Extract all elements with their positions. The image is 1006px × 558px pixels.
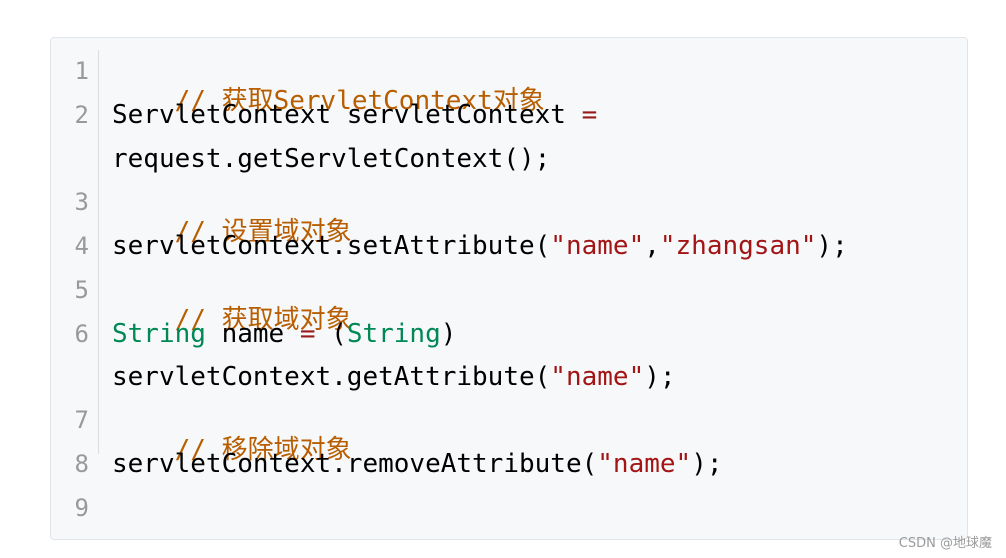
code-line-6-wrap: servletContext.getAttribute("name");	[112, 362, 676, 392]
code-line-6: String name = (String)	[112, 319, 456, 349]
code-line-3: // 设置域对象	[112, 187, 352, 277]
line-number: 5	[74, 276, 89, 304]
line-number: 6	[74, 320, 89, 348]
code-token: ServletContext servletContext	[112, 100, 582, 130]
code-operator: =	[299, 319, 316, 349]
code-token: ,	[644, 231, 660, 261]
line-number: 3	[74, 188, 89, 216]
code-comment: // 获取域对象	[174, 305, 352, 335]
code-comment: // 设置域对象	[174, 217, 352, 247]
code-type: String	[112, 319, 206, 349]
code-token: );	[691, 449, 723, 479]
code-token: )	[440, 319, 457, 349]
code-type: String	[346, 319, 441, 349]
line-number: 1	[74, 57, 89, 85]
code-token: name	[205, 319, 300, 349]
line-number: 8	[74, 450, 89, 478]
code-line-4: servletContext.setAttribute("name","zhan…	[112, 231, 848, 261]
line-number: 9	[74, 494, 89, 522]
code-token: servletContext.setAttribute(	[112, 231, 551, 261]
gutter-divider	[98, 50, 99, 454]
code-line-5: // 获取域对象	[112, 275, 352, 365]
code-block: 1 2 3 4 5 6 7 8 9 // 获取ServletContext对象 …	[50, 37, 968, 540]
line-number: 4	[74, 232, 89, 260]
line-number: 2	[74, 101, 89, 129]
code-line-1: // 获取ServletContext对象	[112, 56, 545, 146]
code-string: "zhangsan"	[659, 231, 817, 261]
code-comment: // 移除域对象	[174, 435, 352, 465]
code-comment: // 获取ServletContext对象	[174, 86, 545, 116]
code-token: request.getServletContext();	[112, 144, 551, 174]
code-token: );	[816, 231, 848, 261]
line-number: 7	[74, 406, 89, 434]
csdn-watermark: CSDN @地球魔	[898, 536, 992, 551]
code-line-7: // 移除域对象	[112, 405, 352, 495]
code-token: servletContext.getAttribute(	[112, 362, 551, 392]
code-token: (	[315, 319, 347, 349]
code-string: "name"	[550, 362, 645, 392]
code-line-2: ServletContext servletContext =	[112, 100, 597, 130]
code-token: servletContext.removeAttribute(	[112, 449, 598, 479]
code-line-2-wrap: request.getServletContext();	[112, 144, 550, 174]
code-string: "name"	[550, 231, 645, 261]
code-token: );	[644, 362, 676, 392]
code-operator: =	[581, 100, 598, 130]
code-line-8: servletContext.removeAttribute("name");	[112, 449, 723, 479]
code-string: "name"	[597, 449, 692, 479]
